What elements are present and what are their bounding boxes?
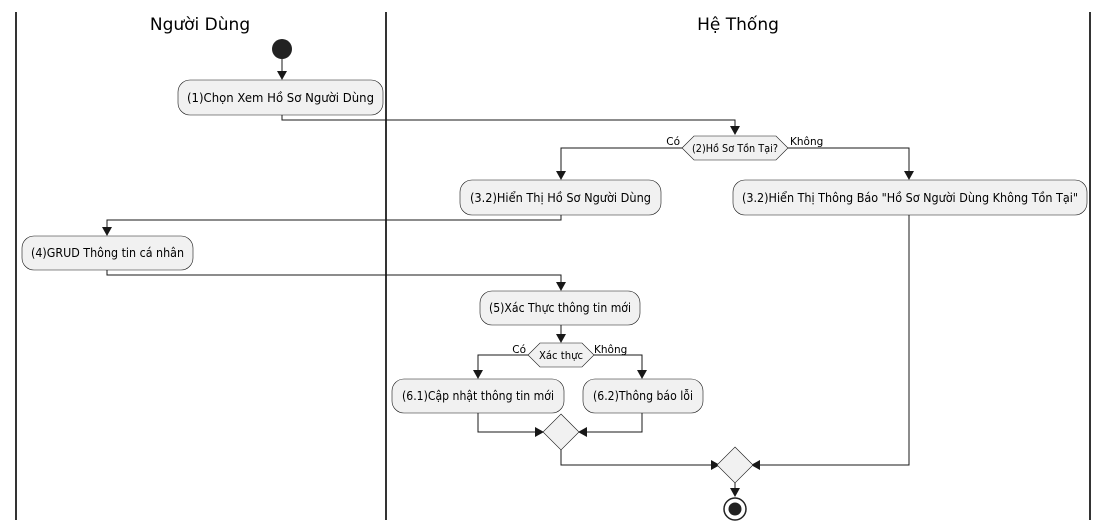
end-node [723,497,747,521]
guard-d2-yes: Có [666,136,680,148]
edge-a4-a5 [106,270,562,287]
activity-grud-personal-info: (4)GRUD Thông tin cá nhân [21,235,194,271]
edges [102,59,914,497]
activity-show-not-exist-notice: (3.2)Hiển Thị Thông Báo "Hồ Sơ Người Dùn… [732,179,1088,216]
arrowhead [730,126,740,135]
merge-node-final [716,446,754,484]
edge-d6-no [594,354,643,375]
arrowhead [277,71,287,80]
arrowhead [730,488,740,497]
edge-d2-yes [560,147,682,176]
arrowhead [711,460,720,470]
activity-validate-new-info: (5)Xác Thực thông tin mới [479,290,641,326]
guard-d2-no: Không [790,136,823,148]
edge-a1-d2 [281,115,736,131]
arrowhead [102,227,112,236]
arrowhead [535,427,544,437]
decision-validation: Xác thực [527,342,595,368]
activity-show-user-profile: (3.2)Hiển Thị Hồ Sơ Người Dùng [459,179,662,216]
arrowhead [473,370,483,379]
activity-update-new-info: (6.1)Cập nhật thông tin mới [391,378,565,414]
guard-d6-yes: Có [512,344,526,356]
decision-profile-exists: (2)Hồ Sơ Tồn Tại? [681,135,789,161]
arrowhead [556,171,566,180]
activity-label: (3.2)Hiển Thị Hồ Sơ Người Dùng [470,191,651,205]
edge-a32-a4 [106,215,562,232]
guard-d6-no: Không [594,344,627,356]
edge-d6-yes [477,354,528,375]
arrowhead [556,282,566,291]
arrowhead [904,171,914,180]
start-node [272,39,292,59]
edge-notice-final [755,215,910,466]
arrowhead [751,460,760,470]
lane-title-user: Người Dùng [150,15,250,35]
edge-d2-no [788,147,910,176]
activity-label: (5)Xác Thực thông tin mới [489,301,631,315]
edge-a62-merge [582,413,643,433]
edge-a61-merge [477,413,540,433]
lane-title-system: Hệ Thống [697,14,779,35]
decision-label: Xác thực [539,350,583,362]
activity-label: (4)GRUD Thông tin cá nhân [31,246,184,260]
arrowhead [556,334,566,343]
decision-label: (2)Hồ Sơ Tồn Tại? [692,143,778,155]
activity-choose-view-profile: (1)Chọn Xem Hồ Sơ Người Dùng [177,79,384,116]
edge-merge6-final [560,450,716,466]
activity-label: (6.2)Thông báo lỗi [593,389,693,403]
activity-label: (6.1)Cập nhật thông tin mới [402,389,554,403]
arrowhead [637,370,647,379]
activity-error-notice: (6.2)Thông báo lỗi [582,378,704,414]
activity-label: (1)Chọn Xem Hồ Sơ Người Dùng [187,91,374,105]
activity-label: (3.2)Hiển Thị Thông Báo "Hồ Sơ Người Dùn… [742,191,1078,205]
arrowhead [578,427,587,437]
merge-node-validation [542,413,580,451]
